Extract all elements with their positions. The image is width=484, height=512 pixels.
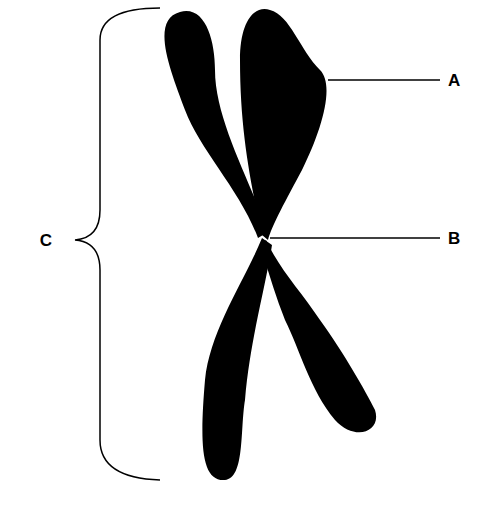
part-label: B (448, 230, 460, 247)
part-label: A (448, 72, 460, 89)
part-label: C (40, 232, 52, 249)
bracket (75, 8, 160, 480)
leader-line (270, 237, 440, 239)
chromatid-arm (260, 240, 376, 432)
chromatid-arm (202, 238, 272, 480)
chromatid-arm (240, 9, 327, 240)
leader-line (328, 79, 440, 81)
